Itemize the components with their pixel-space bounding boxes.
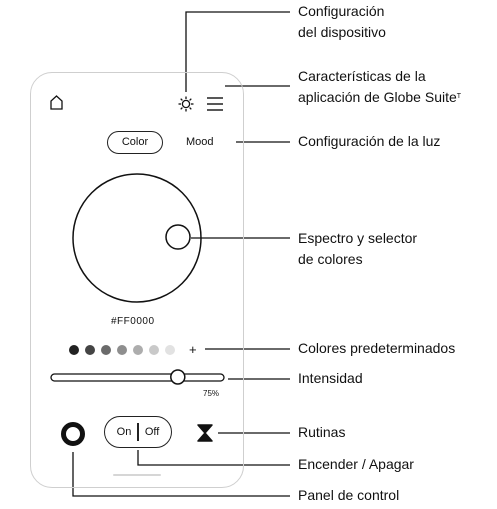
callout-spectrum: Espectro y selector de colores	[298, 228, 417, 270]
callout-preset-colors: Colores predeterminados	[298, 340, 456, 356]
color-mode-button[interactable]: Color	[107, 131, 163, 154]
menu-icon	[207, 97, 223, 111]
home-indicator	[113, 474, 161, 476]
callout-spectrum-line2: de colores	[298, 251, 363, 267]
preset-color-dot	[101, 345, 111, 355]
preset-color-dot	[85, 345, 95, 355]
intensity-percent-label: 75%	[203, 389, 220, 398]
color-spectrum-wheel	[72, 173, 202, 303]
callout-device-settings-line2: del dispositivo	[298, 24, 386, 40]
callout-spectrum-line1: Espectro y selector	[298, 230, 418, 246]
intensity-slider-thumb	[170, 369, 186, 385]
off-label[interactable]: Off	[144, 426, 160, 438]
mood-mode-button[interactable]: Mood	[186, 136, 214, 148]
callout-app-features-superscript: T	[456, 93, 462, 100]
preset-color-dot	[69, 345, 79, 355]
callout-app-features-line2-wrap: aplicación de Globe SuiteT	[298, 87, 461, 108]
callout-control-panel: Panel de control	[298, 487, 400, 503]
hex-value-label: #FF0000	[111, 316, 155, 327]
preset-color-dots	[69, 345, 175, 355]
on-off-divider	[137, 423, 139, 441]
on-label[interactable]: On	[116, 426, 132, 438]
callout-app-features-line1: Características de la	[298, 68, 426, 84]
leader-control-panel	[72, 452, 290, 497]
callout-light-settings: Configuración de la luz	[298, 133, 441, 149]
on-off-toggle[interactable]: On Off	[104, 416, 172, 448]
leader-on-off	[137, 450, 290, 466]
callout-device-settings: Configuración del dispositivo	[298, 1, 386, 43]
preset-color-dot	[149, 345, 159, 355]
add-preset-button[interactable]: +	[189, 342, 197, 357]
color-selector-handle	[165, 224, 191, 250]
callout-routines: Rutinas	[298, 424, 346, 440]
phone-frame	[30, 72, 244, 488]
preset-color-dot	[117, 345, 127, 355]
preset-color-dot	[133, 345, 143, 355]
preset-color-dot	[165, 345, 175, 355]
leader-device-settings	[185, 11, 290, 92]
home-icon	[50, 95, 63, 110]
gear-icon	[178, 96, 194, 112]
callout-on-off: Encender / Apagar	[298, 456, 414, 472]
callout-app-features: Características de la aplicación de Glob…	[298, 66, 461, 108]
callout-app-features-line2: aplicación de Globe Suite	[298, 89, 457, 105]
hourglass-icon	[197, 424, 213, 442]
callout-device-settings-line1: Configuración	[298, 3, 385, 19]
control-panel-ring-icon	[61, 422, 85, 446]
callout-intensity: Intensidad	[298, 370, 363, 386]
